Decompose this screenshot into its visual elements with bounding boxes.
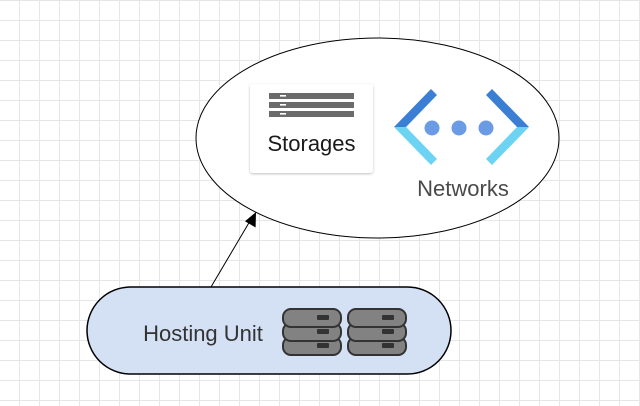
networks-label: Networks (417, 176, 509, 201)
server-stack-icon (282, 308, 407, 356)
network-brackets-icon (394, 89, 529, 165)
hosting-unit-label: Hosting Unit (143, 321, 263, 346)
storages-node[interactable]: Storages (250, 84, 373, 173)
storages-label: Storages (267, 131, 355, 156)
storage-rack-icon (269, 93, 354, 117)
connector-arrow[interactable] (210, 212, 256, 288)
server-stack-left (282, 308, 342, 356)
hosting-unit-node[interactable]: Hosting Unit (86, 286, 452, 375)
server-stack-right (347, 308, 407, 356)
networks-node[interactable]: Networks (394, 89, 529, 201)
